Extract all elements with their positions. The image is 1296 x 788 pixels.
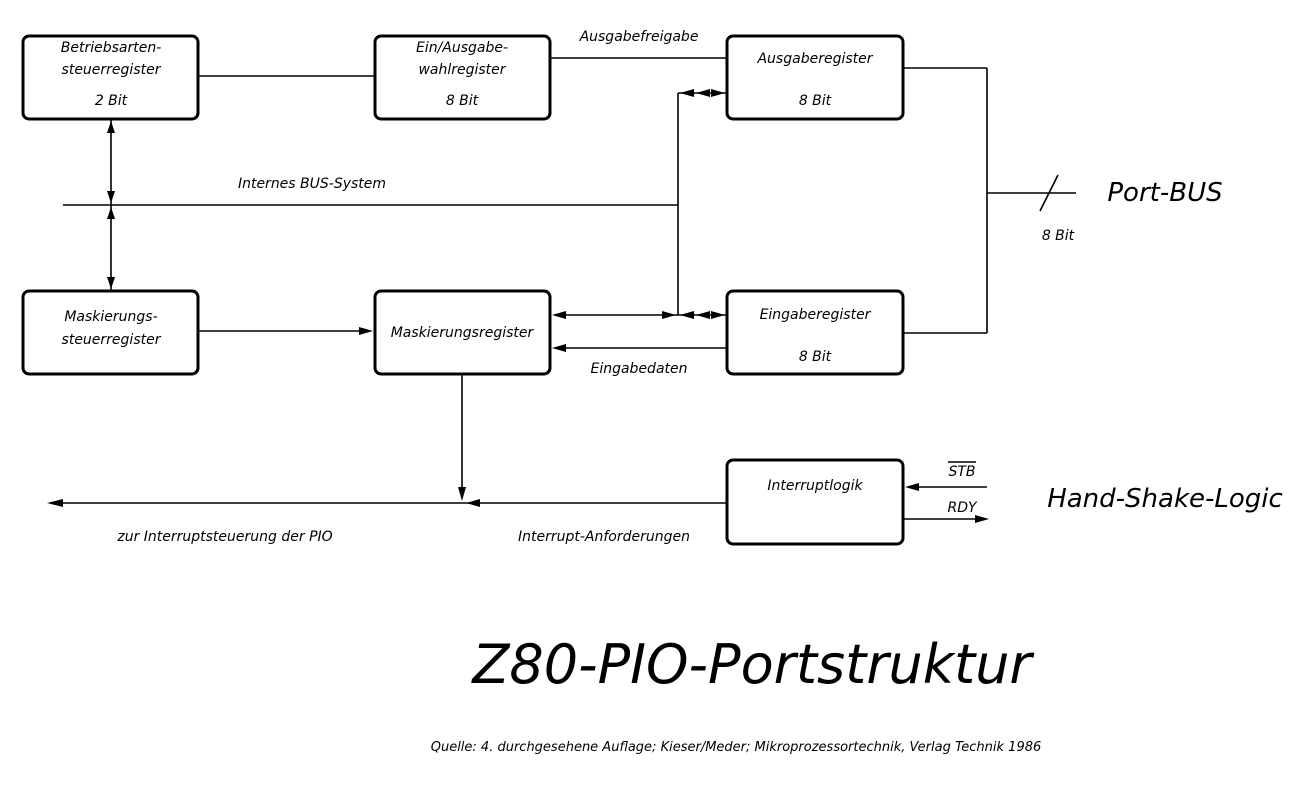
arrowhead-to-ausgaberegister xyxy=(711,89,725,97)
ausgaberegister-label: Ausgaberegister xyxy=(756,51,873,67)
ausgaberegister-box: Ausgaberegister 8 Bit xyxy=(725,34,905,121)
arrowhead-bus-up-2 xyxy=(107,207,115,219)
label-ausgabefreigabe: Ausgabefreigabe xyxy=(579,29,699,45)
eingaberegister-bits: 8 Bit xyxy=(799,349,832,365)
betriebsarten-label-2: steuerregister xyxy=(62,62,162,78)
arrowhead-stb xyxy=(905,483,919,491)
arrowhead-bus-junction-right xyxy=(680,311,694,319)
arrowhead-into-ausgabe-2 xyxy=(696,89,710,97)
eingaberegister-box: Eingaberegister 8 Bit xyxy=(725,289,905,376)
arrowhead-up-betriebsarten xyxy=(107,121,115,133)
arrowhead-interrupt-out xyxy=(47,499,63,507)
interruptlogik-label: Interruptlogik xyxy=(767,478,863,494)
arrowhead-bus-junction-left xyxy=(662,311,676,319)
label-internes-bus: Internes BUS-System xyxy=(238,176,386,192)
heading-hand-shake-logic: Hand-Shake-Logic xyxy=(1047,484,1283,514)
maskierungs-steuerregister-box: Maskierungs- steuerregister xyxy=(21,289,200,376)
diagram-title: Z80-PIO-Portstruktur xyxy=(470,633,1034,696)
arrowhead-from-ausgaberegister xyxy=(680,89,694,97)
ein-ausgabe-label-1: Ein/Ausgabe- xyxy=(416,40,508,56)
maskierungsregister-label: Maskierungsregister xyxy=(391,325,535,341)
arrowhead-to-maskierungsregister xyxy=(359,327,373,335)
ein-ausgabe-bits: 8 Bit xyxy=(446,93,479,109)
arrowhead-interrupt-down xyxy=(458,487,466,501)
arrowhead-interrupt-join xyxy=(466,499,480,507)
arrowhead-rdy xyxy=(975,515,989,523)
betriebsarten-label-1: Betriebsarten- xyxy=(61,40,162,56)
maskierungssteuer-label-1: Maskierungs- xyxy=(64,309,157,325)
ein-ausgabe-label-2: wahlregister xyxy=(418,62,506,78)
port-bus-slash xyxy=(1039,174,1059,212)
ausgaberegister-bits: 8 Bit xyxy=(799,93,832,109)
label-eingabedaten: Eingabedaten xyxy=(590,361,687,377)
label-port-bits: 8 Bit xyxy=(1042,228,1075,244)
arrowhead-eingabedaten xyxy=(552,344,566,352)
ein-ausgabe-wahlregister-box: Ein/Ausgabe- wahlregister 8 Bit xyxy=(373,34,552,121)
label-rdy: RDY xyxy=(947,500,978,516)
arrowhead-down-maskierungssteuer xyxy=(107,277,115,289)
betriebsarten-bits: 2 Bit xyxy=(95,93,128,109)
heading-port-bus: Port-BUS xyxy=(1107,178,1222,208)
label-interrupt-anforderungen: Interrupt-Anforderungen xyxy=(518,529,690,545)
maskierungsregister-box: Maskierungsregister xyxy=(373,289,552,376)
maskierungssteuer-label-2: steuerregister xyxy=(62,332,162,348)
interruptlogik-box: Interruptlogik xyxy=(725,458,905,546)
arrowhead-bus-down-1 xyxy=(107,191,115,203)
label-stb: STB xyxy=(948,464,975,480)
betriebsarten-steuerregister-box: Betriebsarten- steuerregister 2 Bit xyxy=(21,34,200,121)
arrowhead-into-eingabe-2 xyxy=(696,311,710,319)
arrowhead-to-maskierungsregister-bus xyxy=(552,311,566,319)
eingaberegister-label: Eingaberegister xyxy=(760,307,872,323)
arrowhead-to-eingaberegister xyxy=(711,311,725,319)
source-citation: Quelle: 4. durchgesehene Auflage; Kieser… xyxy=(431,740,1042,755)
label-zur-interruptsteuerung: zur Interruptsteuerung der PIO xyxy=(116,529,332,545)
